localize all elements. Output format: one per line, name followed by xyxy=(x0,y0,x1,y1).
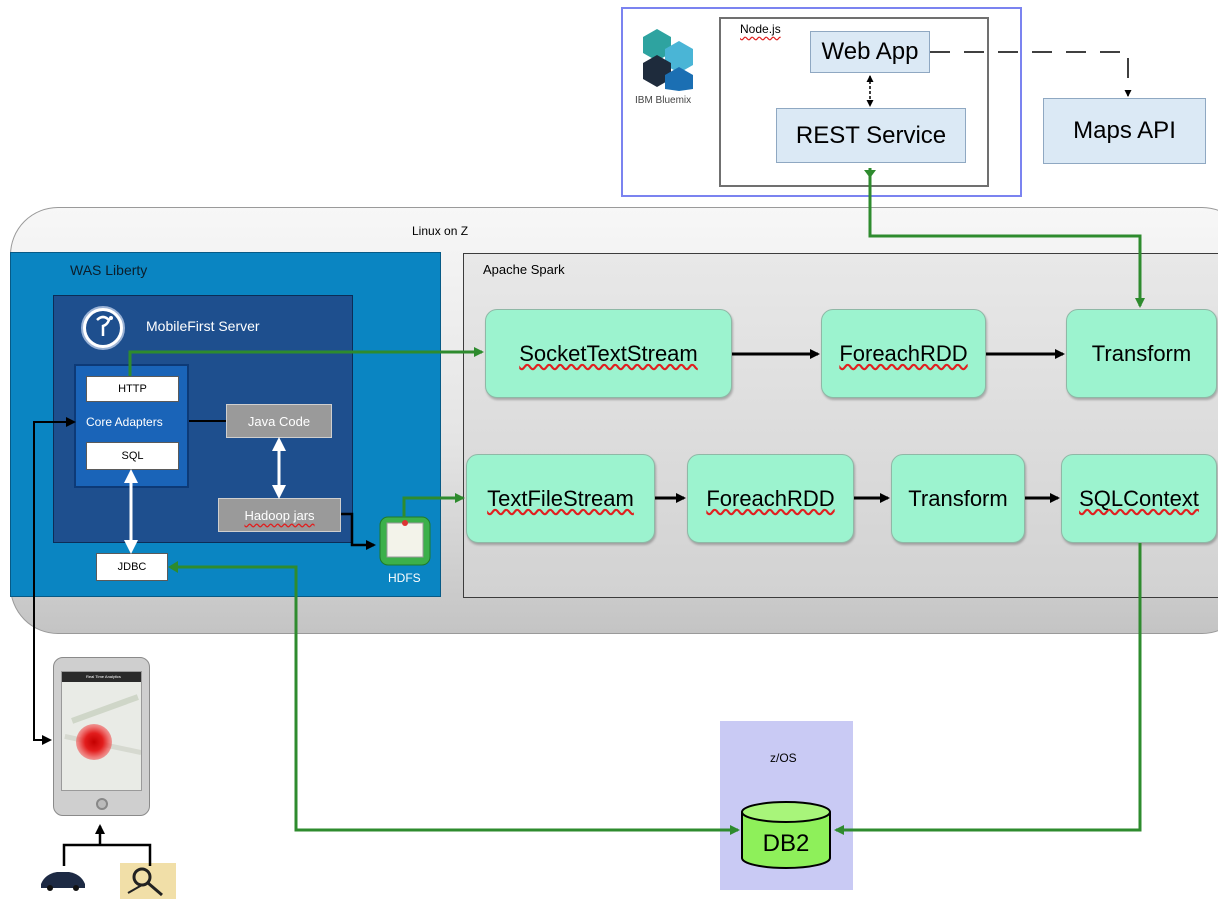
was-liberty-label: WAS Liberty xyxy=(70,262,148,278)
foreach-rdd-label-1: ForeachRDD xyxy=(839,340,968,366)
sql-context-label: SQLContext xyxy=(1079,485,1199,511)
transform-stage-1: Transform xyxy=(1066,309,1217,398)
sensor-device-icon xyxy=(120,863,176,899)
http-adapter-box: HTTP xyxy=(86,376,179,402)
maps-api-box: Maps API xyxy=(1043,98,1206,164)
web-app-box: Web App xyxy=(810,31,930,73)
sql-adapter-box: SQL xyxy=(86,442,179,470)
java-code-label: Java Code xyxy=(247,413,311,429)
db2-label: DB2 xyxy=(762,830,810,857)
jdbc-label: JDBC xyxy=(117,561,147,573)
java-code-box: Java Code xyxy=(226,404,332,438)
nodejs-label: Node.js xyxy=(740,22,781,36)
text-file-stream-stage: TextFileStream xyxy=(466,454,655,543)
hdfs-to-textfile-connector xyxy=(402,493,465,517)
transform-stage-2: Transform xyxy=(891,454,1025,543)
transform-label-1: Transform xyxy=(1091,340,1192,366)
jdbc-db2-connector xyxy=(172,565,740,835)
hadoop-to-hdfs-connector xyxy=(341,512,376,550)
rest-to-transform-connector xyxy=(868,168,1145,308)
jdbc-box: JDBC xyxy=(96,553,168,581)
socket-text-stream-stage: SocketTextStream xyxy=(485,309,732,398)
rest-service-box: REST Service xyxy=(776,108,966,163)
hdfs-label: HDFS xyxy=(388,571,421,585)
sql-adapter-label: SQL xyxy=(121,450,144,462)
webapp-to-maps-connector xyxy=(930,51,1132,97)
sql-context-stage: SQLContext xyxy=(1061,454,1217,543)
sensors-to-phone-connector xyxy=(62,843,152,866)
car-icon xyxy=(38,868,88,892)
http-adapter-label: HTTP xyxy=(118,383,147,395)
zos-label: z/OS xyxy=(770,751,797,765)
hadoop-jars-label: Hadoop jars xyxy=(244,507,315,523)
maps-api-label: Maps API xyxy=(1073,117,1176,144)
mobilefirst-icon xyxy=(80,305,126,351)
mobilefirst-server-label: MobileFirst Server xyxy=(146,318,260,334)
ibm-bluemix-label: IBM Bluemix xyxy=(635,95,692,106)
phone-home-button xyxy=(96,798,108,810)
phone-screen: Real Time Analytics xyxy=(61,671,142,791)
text-file-stream-label: TextFileStream xyxy=(487,485,634,511)
apache-spark-label: Apache Spark xyxy=(483,262,565,277)
socket-text-stream-label: SocketTextStream xyxy=(519,340,698,366)
core-adapters-label: Core Adapters xyxy=(86,415,163,429)
linux-on-z-label: Linux on Z xyxy=(412,224,469,238)
transform-label-2: Transform xyxy=(908,485,1008,511)
hadoop-jars-box: Hadoop jars xyxy=(218,498,341,532)
foreach-rdd-stage-2: ForeachRDD xyxy=(687,454,854,543)
phone-to-adapters-connector xyxy=(33,417,76,741)
web-app-label: Web App xyxy=(821,38,919,65)
ibm-bluemix-logo xyxy=(635,25,701,91)
phone-app-title: Real Time Analytics xyxy=(86,674,121,679)
rest-service-label: REST Service xyxy=(795,121,947,149)
foreach-rdd-label-2: ForeachRDD xyxy=(706,485,835,511)
foreach-rdd-stage-1: ForeachRDD xyxy=(821,309,986,398)
db2-database: DB2 xyxy=(740,800,832,870)
sqlcontext-db2-connector xyxy=(834,543,1142,835)
hdfs-icon xyxy=(378,515,432,567)
heatmap-spot xyxy=(76,724,112,760)
http-to-socket-connector xyxy=(128,347,484,376)
